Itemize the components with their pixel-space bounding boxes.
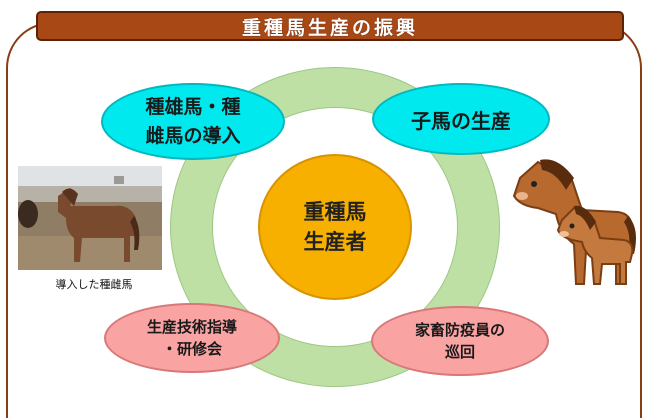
mare-and-foal-illustration [500, 150, 640, 290]
node-technical-guidance: 生産技術指導 ・研修会 [104, 303, 280, 373]
node-label: 家畜防疫員の 巡回 [414, 321, 505, 361]
node-label: 生産技術指導 ・研修会 [146, 318, 237, 358]
mare-photo [18, 166, 162, 270]
diagram-title: 重種馬生産の振興 [241, 16, 418, 39]
node-label: 子馬の生産 [411, 108, 511, 133]
photo-caption: 導入した種雌馬 [55, 278, 133, 291]
center-producer: 重種馬 生産者 [258, 154, 412, 300]
node-label: 種雄馬・種 雌馬の導入 [145, 95, 241, 147]
node-foal-production: 子馬の生産 [372, 83, 550, 155]
center-label: 重種馬 生産者 [303, 200, 367, 254]
node-stallion-mare-introduction: 種雄馬・種 雌馬の導入 [101, 83, 285, 160]
title-banner: 重種馬生産の振興 [36, 11, 624, 41]
node-veterinary-patrol: 家畜防疫員の 巡回 [371, 306, 549, 376]
